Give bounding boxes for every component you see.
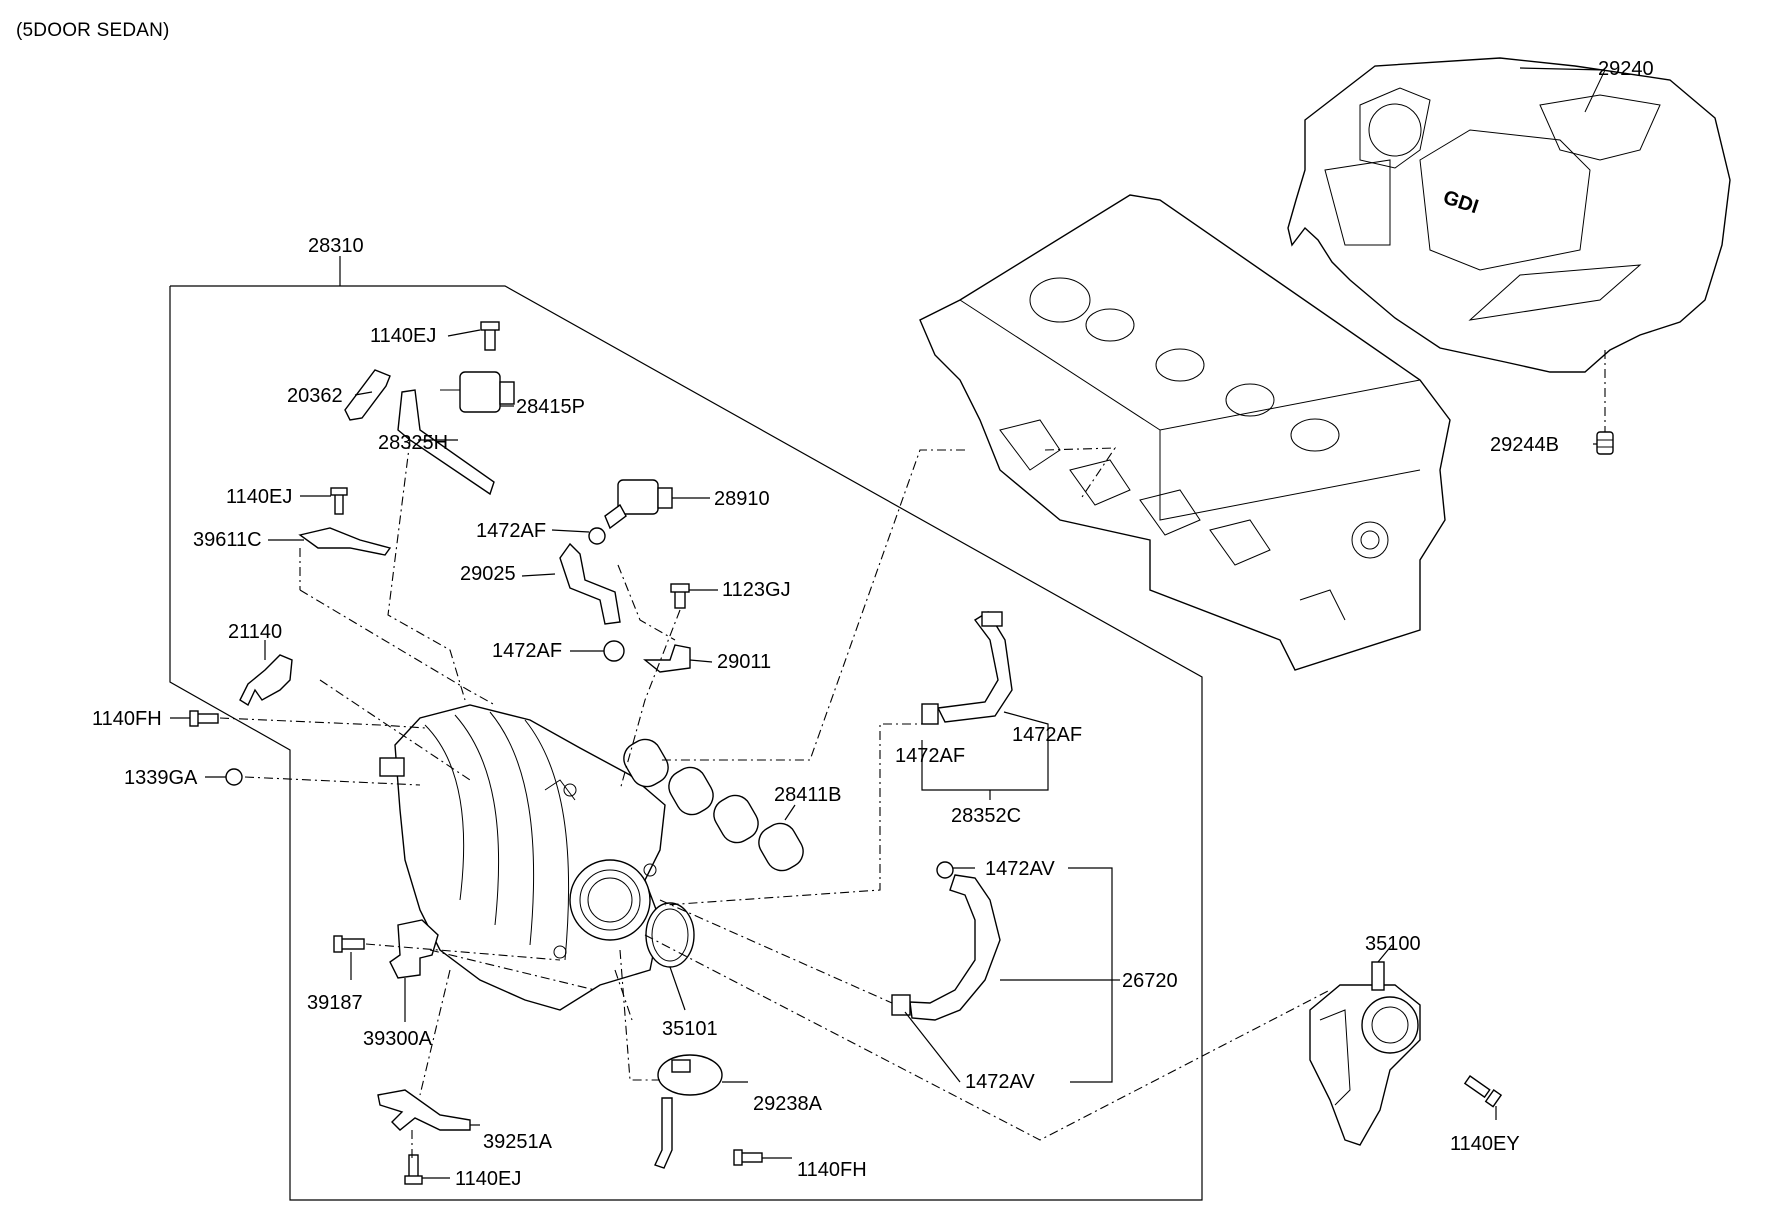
diagram-variant-title: (5DOOR SEDAN) <box>16 20 170 41</box>
grommet-29244b[interactable] <box>1596 350 1614 455</box>
assembly-boundary-28310 <box>169 256 1203 1201</box>
callout-29238a: 29238A <box>753 1093 823 1115</box>
callout-35100: 35100 <box>1365 933 1421 955</box>
callout-1140fh-bottom: 1140FH <box>797 1159 867 1181</box>
solenoid-28415p[interactable] <box>440 371 515 413</box>
callout-29244b: 29244B <box>1490 434 1559 456</box>
callout-21140: 21140 <box>228 621 282 643</box>
callout-1472af-2: 1472AF <box>492 640 562 662</box>
bolt-1140ey[interactable] <box>1463 1075 1503 1108</box>
callout-1472af-3: 1472AF <box>895 745 965 767</box>
leader-lines <box>170 67 1606 1179</box>
callout-1472av-1: 1472AV <box>985 858 1055 880</box>
bracket-39611c[interactable] <box>298 527 496 706</box>
bolt-1140fh-left[interactable] <box>189 710 219 727</box>
bolt-1140ej-bottom[interactable] <box>404 1154 423 1185</box>
callout-labels: 28310 29240 29244B 1140EJ 20362 28415P 2… <box>92 58 1654 1190</box>
cylinder-head <box>919 194 1451 671</box>
actuator-29238a[interactable] <box>654 1054 723 1169</box>
callout-28415p: 28415P <box>516 396 585 418</box>
bracket-29011[interactable] <box>643 644 691 673</box>
engine-cover[interactable]: GDI <box>1287 57 1731 373</box>
callout-28352c: 28352C <box>951 805 1021 827</box>
hose-20362[interactable] <box>344 369 391 421</box>
intake-manifold[interactable] <box>379 704 666 1011</box>
callout-28910: 28910 <box>714 488 770 510</box>
callout-39251a: 39251A <box>483 1131 553 1153</box>
throttle-body[interactable] <box>1309 961 1421 1146</box>
manifold-gasket[interactable] <box>618 734 809 877</box>
callout-1472af-4: 1472AF <box>1012 724 1082 746</box>
callout-28325h: 28325H <box>378 432 448 454</box>
callout-29025: 29025 <box>460 563 516 585</box>
callout-20362: 20362 <box>287 385 343 407</box>
callout-1140ej-top: 1140EJ <box>370 325 436 347</box>
callout-1472af-1: 1472AF <box>476 520 546 542</box>
throttle-gasket[interactable] <box>645 902 695 968</box>
callout-1140ej-bottom: 1140EJ <box>455 1168 521 1190</box>
clamp-1472af-top[interactable] <box>588 527 606 545</box>
clamp-1472af-bottom[interactable] <box>603 640 625 662</box>
bolt-1140fh-bottom[interactable] <box>733 1149 763 1166</box>
callout-1140fh-left: 1140FH <box>92 708 162 730</box>
callout-26720: 26720 <box>1122 970 1178 992</box>
hose-29025[interactable] <box>559 542 621 625</box>
callout-28310: 28310 <box>308 235 364 257</box>
bolt-1140ej-top[interactable] <box>480 321 500 351</box>
hose-28325h[interactable] <box>397 389 495 496</box>
callout-29240: 29240 <box>1598 58 1654 80</box>
callout-1140ej-mid: 1140EJ <box>226 486 292 508</box>
callout-35101: 35101 <box>662 1018 718 1040</box>
sensor-39300a[interactable] <box>389 919 439 979</box>
hose-26720[interactable] <box>891 861 1001 1021</box>
callout-1339ga: 1339GA <box>124 767 198 789</box>
sensor-21140[interactable] <box>239 654 293 707</box>
callout-1123gj: 1123GJ <box>722 579 791 601</box>
nut-1339ga[interactable] <box>225 768 243 786</box>
callout-39187: 39187 <box>307 992 363 1014</box>
bolt-1123gj[interactable] <box>670 583 690 609</box>
reference-lines <box>219 439 1331 1158</box>
valve-28910[interactable] <box>604 479 673 530</box>
bolt-39187[interactable] <box>333 935 365 953</box>
callout-39300a: 39300A <box>363 1028 433 1050</box>
callout-1472av-2: 1472AV <box>965 1071 1035 1093</box>
callout-1140ey: 1140EY <box>1450 1133 1520 1155</box>
bolt-1140ej-mid[interactable] <box>330 487 348 515</box>
callout-28411b: 28411B <box>774 784 841 806</box>
callout-29011: 29011 <box>717 651 771 673</box>
hose-28352c[interactable] <box>921 611 1013 725</box>
callout-39611c: 39611C <box>193 529 262 551</box>
bracket-39251a[interactable] <box>377 1089 471 1131</box>
